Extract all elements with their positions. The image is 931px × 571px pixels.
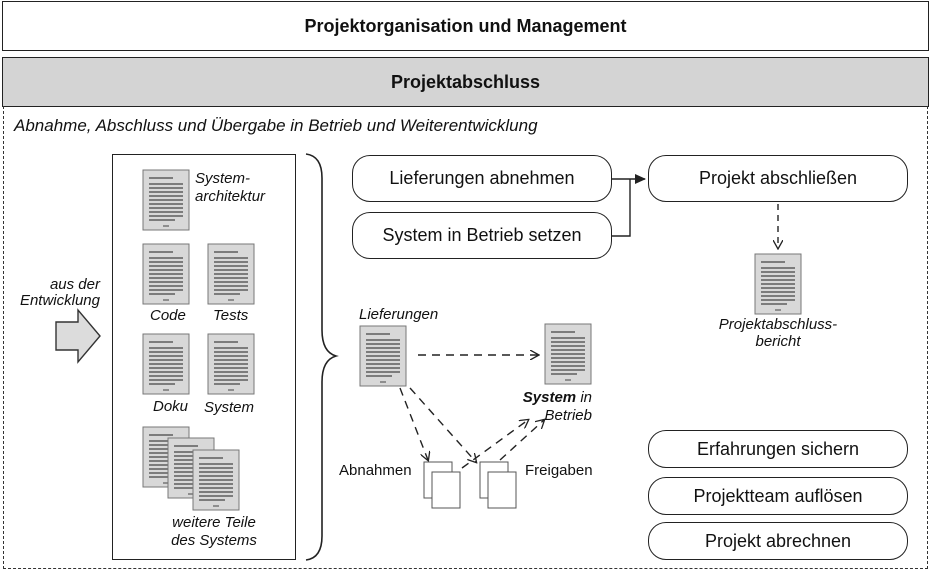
- dashed-arrow-to-freigaben: [409, 387, 476, 462]
- input-arrow-icon: [55, 308, 101, 364]
- label-report-2: bericht: [755, 333, 801, 350]
- phase-header: Projektabschluss: [2, 57, 929, 107]
- top-header: Projektorganisation und Management: [2, 1, 929, 51]
- label-tests: Tests: [213, 307, 249, 324]
- activity-projektteam-label: Projektteam auflösen: [693, 485, 863, 506]
- label-system-bold: System: [522, 389, 577, 406]
- label-freigaben: Freigaben: [525, 462, 593, 479]
- label-weitere-teile: weitere Teile des Systems: [160, 514, 268, 550]
- activity-abrechnen-label: Projekt abrechnen: [704, 530, 852, 551]
- activity-system-in-betrieb: System in Betrieb setzen: [352, 212, 612, 259]
- label-abnahmen: Abnahmen: [339, 462, 412, 479]
- phase-title: Projektabschluss: [390, 71, 541, 92]
- dashed-arrow-to-abnahmen: [399, 387, 428, 460]
- activity-projekt-abschliessen-label: Projekt abschließen: [698, 168, 858, 188]
- activity-lieferungen-abnehmen-label: Lieferungen abnehmen: [389, 168, 575, 188]
- label-system-in-betrieb: System in Betrieb: [512, 389, 592, 425]
- activity-lieferungen-abnehmen: Lieferungen abnehmen: [352, 155, 612, 202]
- label-doku: Doku: [153, 398, 189, 415]
- lieferungen-doc-icon: [359, 325, 407, 387]
- input-label-line1: aus der: [49, 276, 100, 293]
- curly-brace: [305, 153, 339, 561]
- input-label-line2: Entwicklung: [19, 292, 100, 309]
- system-doc-icon: [207, 333, 255, 395]
- label-systemarchitektur: System- architektur: [195, 170, 265, 206]
- input-label-2: Entwicklung: [4, 292, 100, 309]
- freigaben-doc-icon: [479, 461, 517, 509]
- label-code: Code: [150, 307, 186, 324]
- activity-erfahrungen-label: Erfahrungen sichern: [696, 438, 860, 459]
- activity-system-in-betrieb-label: System in Betrieb setzen: [382, 225, 582, 245]
- input-label: aus der: [40, 276, 100, 293]
- label-systemarchitektur-1: System-: [195, 170, 251, 187]
- code-doc-icon: [142, 243, 190, 305]
- abschlussbericht-doc-icon: [754, 253, 802, 315]
- arrow-betrieb-abschliessen: [612, 179, 631, 237]
- activity-erfahrungen-sichern: Erfahrungen sichern: [648, 430, 908, 468]
- doku-doc-icon: [142, 333, 190, 395]
- activity-projekt-abrechnen: Projekt abrechnen: [648, 522, 908, 560]
- frame-title: Abnahme, Abschluss und Übergabe in Betri…: [14, 116, 538, 135]
- label-weitere-2: des Systems: [171, 532, 257, 549]
- systemarchitektur-doc-icon: [142, 169, 190, 231]
- label-abschlussbericht: Projektabschluss- bericht: [700, 316, 856, 350]
- system-in-betrieb-doc-icon: [544, 323, 592, 385]
- label-lieferungen: Lieferungen: [359, 306, 439, 323]
- dashed-arrow-freigabe-betrieb: [499, 420, 544, 461]
- label-betrieb: Betrieb: [544, 407, 592, 424]
- activity-projektteam-aufloesen: Projektteam auflösen: [648, 477, 908, 515]
- label-system-in: in: [576, 389, 592, 406]
- weitere-teile-doc-stack-icon: [142, 426, 240, 511]
- label-weitere-1: weitere Teile: [172, 514, 256, 531]
- activity-projekt-abschliessen: Projekt abschließen: [648, 155, 908, 202]
- dashed-arrow-abnahme-betrieb: [461, 420, 528, 469]
- label-system: System: [204, 399, 255, 416]
- label-report-1: Projektabschluss-: [718, 316, 838, 333]
- abnahmen-doc-icon: [423, 461, 461, 509]
- tests-doc-icon: [207, 243, 255, 305]
- header-title: Projektorganisation und Management: [304, 15, 627, 36]
- label-systemarchitektur-2: architektur: [195, 188, 266, 205]
- phase-frame: [3, 106, 928, 569]
